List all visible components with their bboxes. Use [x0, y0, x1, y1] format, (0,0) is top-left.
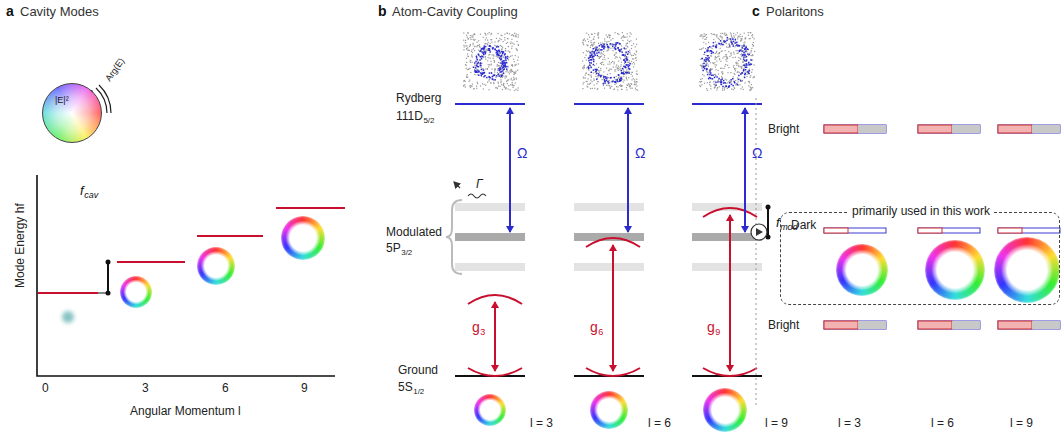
- label: Polaritons: [766, 5, 824, 18]
- label: 111D: [396, 110, 423, 122]
- label: Ω: [635, 146, 645, 160]
- label: 0: [42, 382, 49, 394]
- label: 5P: [386, 242, 401, 254]
- label: 1/2: [413, 388, 424, 396]
- label: l = 9: [1010, 417, 1033, 429]
- label: Modulated: [386, 226, 442, 238]
- mode-ring: [836, 244, 888, 296]
- label: 6: [222, 382, 229, 394]
- label: l = 9: [765, 417, 788, 429]
- label: f: [80, 184, 84, 197]
- label: cav: [84, 191, 98, 200]
- label: Arg(E): [104, 57, 126, 83]
- label: g: [590, 320, 598, 334]
- mode-ring: [281, 216, 325, 260]
- label: 3: [142, 382, 149, 394]
- group-label: Dark: [791, 219, 816, 231]
- label: Angular Momentum l: [130, 405, 241, 417]
- group-heading: primarily used in this work: [848, 205, 994, 217]
- label: l = 6: [931, 417, 954, 429]
- label: Bright: [768, 319, 799, 331]
- mode-ring: [925, 240, 985, 300]
- label: 3/2: [401, 249, 412, 257]
- label: l = 3: [838, 417, 861, 429]
- label: Γ: [476, 178, 483, 190]
- label: Bright: [768, 123, 799, 135]
- mode-ring: [590, 391, 628, 429]
- label: Atom-Cavity Coupling: [392, 5, 518, 18]
- label: l = 3: [530, 417, 553, 429]
- mode-ring: [474, 394, 506, 426]
- label: c: [752, 4, 760, 18]
- label: b: [378, 4, 387, 18]
- label: g: [472, 320, 480, 334]
- label: 5/2: [423, 117, 434, 125]
- label: 6: [598, 328, 603, 337]
- label: Ω: [752, 146, 762, 160]
- dashed-group-box: primarily used in this workDark: [780, 212, 1060, 305]
- label: Rydberg: [396, 92, 441, 104]
- label: |E|²: [55, 96, 69, 105]
- mode-ring: [120, 276, 152, 308]
- colour-wheel: [42, 83, 102, 143]
- label: l = 6: [648, 417, 671, 429]
- label: g: [707, 320, 715, 334]
- mode-ring: [197, 247, 235, 285]
- label: a: [6, 4, 14, 18]
- label: 3: [480, 328, 485, 337]
- label: Mode Energy hf: [14, 203, 26, 288]
- label: 9: [715, 328, 720, 337]
- label: Ω: [517, 146, 527, 160]
- mode-ring: [703, 388, 747, 432]
- label: Cavity Modes: [20, 5, 99, 18]
- label: Ground: [398, 364, 438, 376]
- label: 9: [301, 382, 308, 394]
- label: 5S: [398, 381, 413, 393]
- mode-ring: [994, 237, 1060, 303]
